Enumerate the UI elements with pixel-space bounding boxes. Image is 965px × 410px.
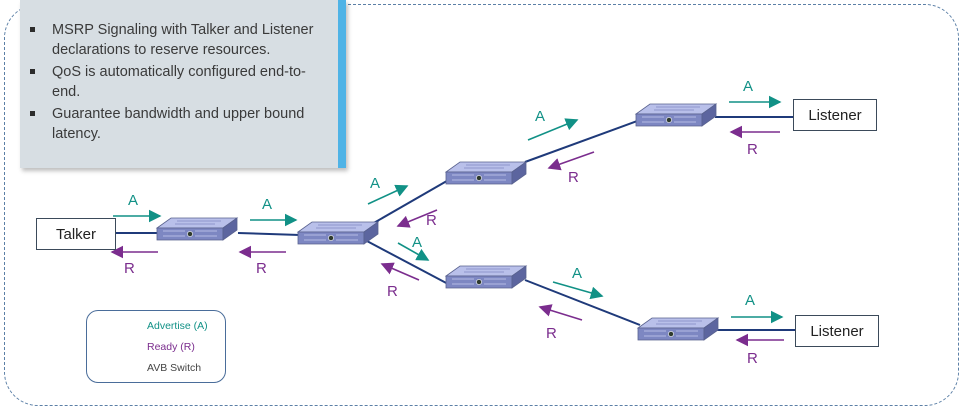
avb-switch-5 (635, 103, 717, 127)
legend-advertise-text: Advertise (A) (147, 320, 208, 332)
legend: Advertise (A) Ready (R) AVB Switch (86, 310, 226, 383)
advertise-arrows (113, 95, 784, 324)
bullet-text: MSRP Signaling with Talker and Listener … (52, 22, 314, 58)
link-sw4-sw6 (524, 279, 641, 326)
talker-node: Talker (36, 218, 116, 250)
advertise-label: A (370, 175, 381, 192)
bullet-icon (30, 69, 35, 74)
advertise-arrow (527, 118, 579, 141)
ready-label: R (747, 350, 758, 367)
ready-arrows (110, 125, 784, 347)
ready-label: R (124, 260, 135, 277)
ready-arrow (538, 304, 583, 321)
avb-switch-6 (637, 317, 719, 341)
avb-switch-2 (297, 221, 379, 245)
ready-label: R (747, 141, 758, 158)
callout-bullet: MSRP Signaling with Talker and Listener … (30, 20, 332, 60)
links (116, 116, 795, 331)
advertise-label: A (128, 192, 139, 209)
diagram-frame (4, 4, 959, 406)
ready-arrow (547, 151, 595, 171)
advertise-arrow (552, 281, 604, 300)
link-sw2-sw3 (364, 177, 453, 229)
listener-node-top: Listener (793, 99, 877, 131)
callout-bullet: Guarantee bandwidth and upper bound late… (30, 104, 332, 144)
bullet-text: QoS is automatically configured end-to-e… (52, 64, 306, 100)
advertise-label: A (535, 108, 546, 125)
listener-node-bottom: Listener (795, 315, 879, 347)
advertise-label: A (412, 234, 423, 251)
link-sw1-sw2 (237, 232, 301, 236)
advertise-label: A (262, 196, 273, 213)
advertise-label: A (745, 292, 756, 309)
link-sw3-sw5 (524, 119, 641, 163)
avb-switch-1 (156, 217, 238, 241)
ready-arrow (380, 262, 420, 281)
link-sw2-sw4 (364, 239, 451, 286)
bullet-icon (30, 111, 35, 116)
ready-label: R (426, 212, 437, 229)
advertise-label: A (572, 265, 583, 282)
ready-label: R (546, 325, 557, 342)
legend-ready-text: Ready (R) (147, 341, 195, 353)
callout-bullet: QoS is automatically configured end-to-e… (30, 62, 332, 102)
callout-accent-bar (338, 0, 346, 168)
ready-label: R (256, 260, 267, 277)
ready-label: R (387, 283, 398, 300)
advertise-label: A (743, 78, 754, 95)
bullet-icon (30, 27, 35, 32)
ready-arrow (396, 209, 438, 228)
avb-switch-4 (445, 265, 527, 289)
avb-switch-3 (445, 161, 527, 185)
advertise-arrow (367, 184, 409, 205)
ready-label: R (568, 169, 579, 186)
legend-switch-text: AVB Switch (147, 362, 202, 374)
info-callout: MSRP Signaling with Talker and Listener … (20, 0, 346, 168)
bullet-text: Guarantee bandwidth and upper bound late… (52, 106, 305, 142)
advertise-arrow (397, 242, 430, 261)
callout-bullets: MSRP Signaling with Talker and Listener … (20, 0, 346, 144)
